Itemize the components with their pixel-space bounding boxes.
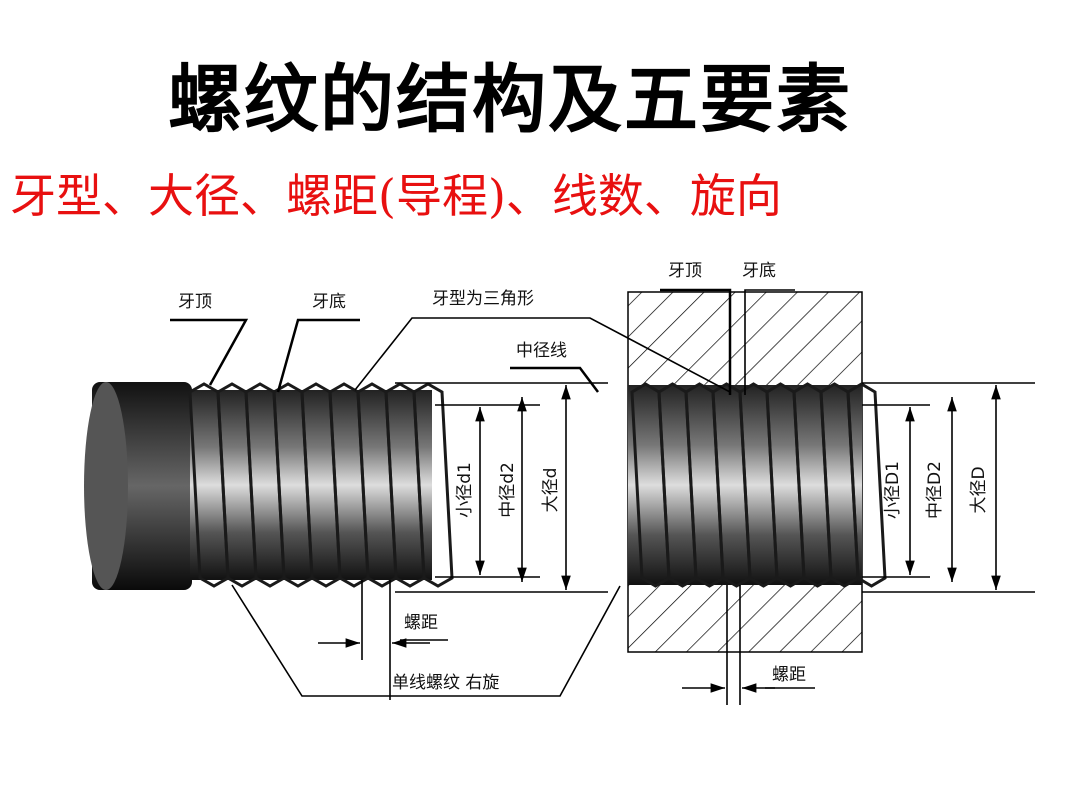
minor-diameter-d1-label: 小径d1 <box>455 462 475 518</box>
bolt <box>84 382 454 590</box>
pitch-diameter-D2-label: 中径D2 <box>925 461 945 519</box>
major-diameter-D-label: 大径D <box>969 466 989 513</box>
nut-root-label: 牙底 <box>742 261 776 281</box>
thread-ridge <box>412 382 454 588</box>
bolt-crest-label: 牙顶 <box>178 292 212 312</box>
pitch-diameter-d2-label: 中径d2 <box>498 462 518 518</box>
major-diameter-d-label: 大径d <box>541 468 561 513</box>
nut-pitch-label: 螺距 <box>772 665 806 685</box>
bolt-root-label: 牙底 <box>312 292 346 312</box>
minor-diameter-D1-label: 小径D1 <box>883 461 903 519</box>
nut <box>627 291 887 653</box>
thread-profile-label: 牙型为三角形 <box>432 289 534 309</box>
slide-title: 螺纹的结构及五要素 <box>168 57 852 143</box>
bolt-pitch-label: 螺距 <box>404 613 438 633</box>
slide-subtitle: 牙型、大径、螺距(导程)、线数、旋向 <box>10 169 782 223</box>
nut-crest-label: 牙顶 <box>668 261 702 281</box>
thread-ridge <box>846 382 887 588</box>
thread-type-label: 单线螺纹 右旋 <box>392 673 499 693</box>
pitch-line-label: 中径线 <box>516 341 567 361</box>
